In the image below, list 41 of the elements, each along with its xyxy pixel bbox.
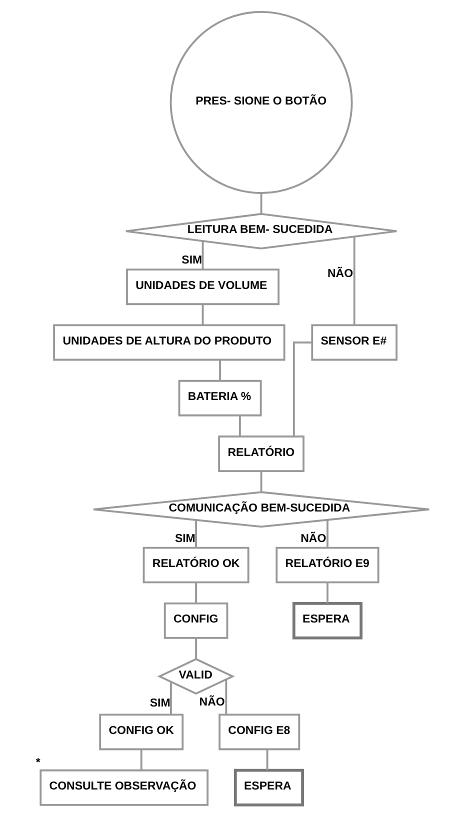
node-box: ESPERA <box>292 602 362 640</box>
connector <box>260 471 262 492</box>
node-box: RELATÓRIO <box>218 436 304 472</box>
connector <box>225 680 228 715</box>
node-box: CONFIG <box>164 602 228 639</box>
node-box: UNIDADES DE ALTURA DO PRODUTO <box>53 324 286 361</box>
node-box: RELATÓRIO E9 <box>276 546 380 584</box>
edge-label: NÃO <box>199 696 225 708</box>
connector <box>292 342 312 436</box>
node-circle: PRES- SIONE O BOTÃO <box>170 10 353 194</box>
edge-label: SIM <box>182 254 202 267</box>
connector <box>238 415 241 436</box>
connector <box>195 582 198 604</box>
connector <box>353 236 356 326</box>
connector <box>326 582 328 604</box>
node-diamond: VALID <box>157 658 235 695</box>
connector <box>202 241 204 270</box>
connector <box>195 638 198 659</box>
connector <box>140 749 142 770</box>
node-box: CONFIG OK <box>99 714 184 750</box>
connector <box>170 682 172 715</box>
node-box: BATERIA % <box>178 380 262 416</box>
edge-label: SIM <box>150 698 170 710</box>
connector <box>326 520 328 548</box>
node-box: CONFIG E8 <box>218 714 300 750</box>
edge-label: NÃO <box>300 533 326 546</box>
node-box: RELATÓRIO OK <box>142 546 250 584</box>
connector <box>219 360 221 381</box>
edge-label: NÃO <box>327 268 354 280</box>
node-box: SENSOR E# <box>311 324 398 361</box>
edge-label: SIM <box>174 533 196 545</box>
connector <box>202 304 204 325</box>
connector <box>195 520 198 548</box>
connector <box>260 192 262 214</box>
node-diamond: COMUNICAÇÃO BEM-SUCEDIDA <box>92 491 430 528</box>
connector <box>266 749 268 770</box>
node-box: CONSULTE OBSERVAÇÃO <box>40 769 209 806</box>
node-box: UNIDADES DE VOLUME <box>126 268 280 306</box>
node-diamond: LEITURA BEM- SUCEDIDA <box>125 212 398 250</box>
node-label: * <box>36 757 40 770</box>
node-box: ESPERA <box>234 768 304 806</box>
